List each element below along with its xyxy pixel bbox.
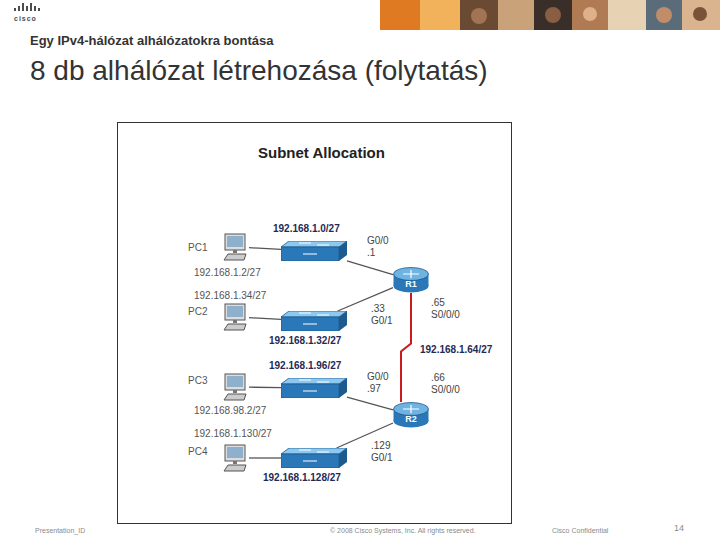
ethernet-link [249, 457, 281, 458]
pc-name: PC1 [188, 242, 207, 254]
router-icon: R2 [393, 402, 429, 428]
subnet-label: 192.168.1.128/27 [263, 472, 341, 484]
ip-address: 192.168.1.2/27 [194, 267, 261, 279]
interface-label: .129 G0/1 [370, 440, 402, 464]
switch-icon: 192.168.1.128/27 [281, 448, 347, 468]
interface-label: .65 S0/0/0 [430, 297, 466, 321]
pc-icon: 192.168.1.130/27PC4 [221, 444, 249, 472]
ethernet-link [347, 261, 393, 275]
interface-label: G0/0 .1 [366, 235, 394, 259]
header-art [0, 0, 720, 40]
footer-text: Cisco Confidential [552, 525, 608, 537]
subnet-label: 192.168.1.0/27 [273, 223, 340, 235]
pc-icon: PC1192.168.1.2/27 [221, 233, 249, 261]
slide-title: 8 db alhálózat létrehozása (folytatás) [30, 55, 488, 87]
subnet-label: 192.168.1.96/27 [269, 360, 341, 372]
ethernet-link [347, 397, 393, 410]
ethernet-link [249, 318, 281, 320]
pc-name: PC4 [188, 446, 207, 458]
pc-name: PC3 [188, 375, 207, 387]
interface-label: .33 G0/1 [370, 303, 398, 327]
switch-icon: 192.168.1.32/27 [281, 311, 347, 331]
switch-icon: 192.168.1.0/27 [281, 241, 347, 261]
frame-heading: Subnet Allocation [258, 147, 385, 159]
ip-address: 192.168.1.130/27 [194, 428, 272, 440]
pc-icon: 192.168.1.34/27PC2 [221, 303, 249, 331]
pc-name: PC2 [188, 306, 207, 318]
interface-label: .66 S0/0/0 [430, 372, 466, 396]
photo-strip [380, 0, 720, 30]
page-number: 14 [674, 522, 684, 534]
ip-address: 192.168.1.34/27 [194, 290, 266, 302]
footer-text: Presentation_ID [35, 525, 85, 537]
footer-text: © 2008 Cisco Systems, Inc. All rights re… [330, 525, 476, 537]
section-title: Egy IPv4-hálózat alhálózatokra bontása [30, 35, 273, 47]
subnet-label: 192.168.1.64/27 [420, 344, 492, 356]
router-name: R1 [405, 278, 417, 290]
diagram-frame: Subnet AllocationPC1192.168.1.2/27192.16… [117, 122, 512, 524]
logo-bars [14, 3, 40, 11]
serial-link [401, 293, 411, 402]
ethernet-link [249, 248, 281, 250]
switch-icon: 192.168.1.96/27 [281, 378, 347, 398]
ethernet-link [249, 387, 281, 389]
logo-text: cisco [14, 13, 37, 25]
ip-address: 192.168.98.2/27 [194, 405, 266, 417]
interface-label: G0/0 .97 [366, 371, 394, 395]
router-icon: R1 [393, 267, 429, 293]
router-name: R2 [405, 413, 417, 425]
pc-icon: PC3192.168.98.2/27 [221, 373, 249, 401]
subnet-label: 192.168.1.32/27 [269, 335, 341, 347]
